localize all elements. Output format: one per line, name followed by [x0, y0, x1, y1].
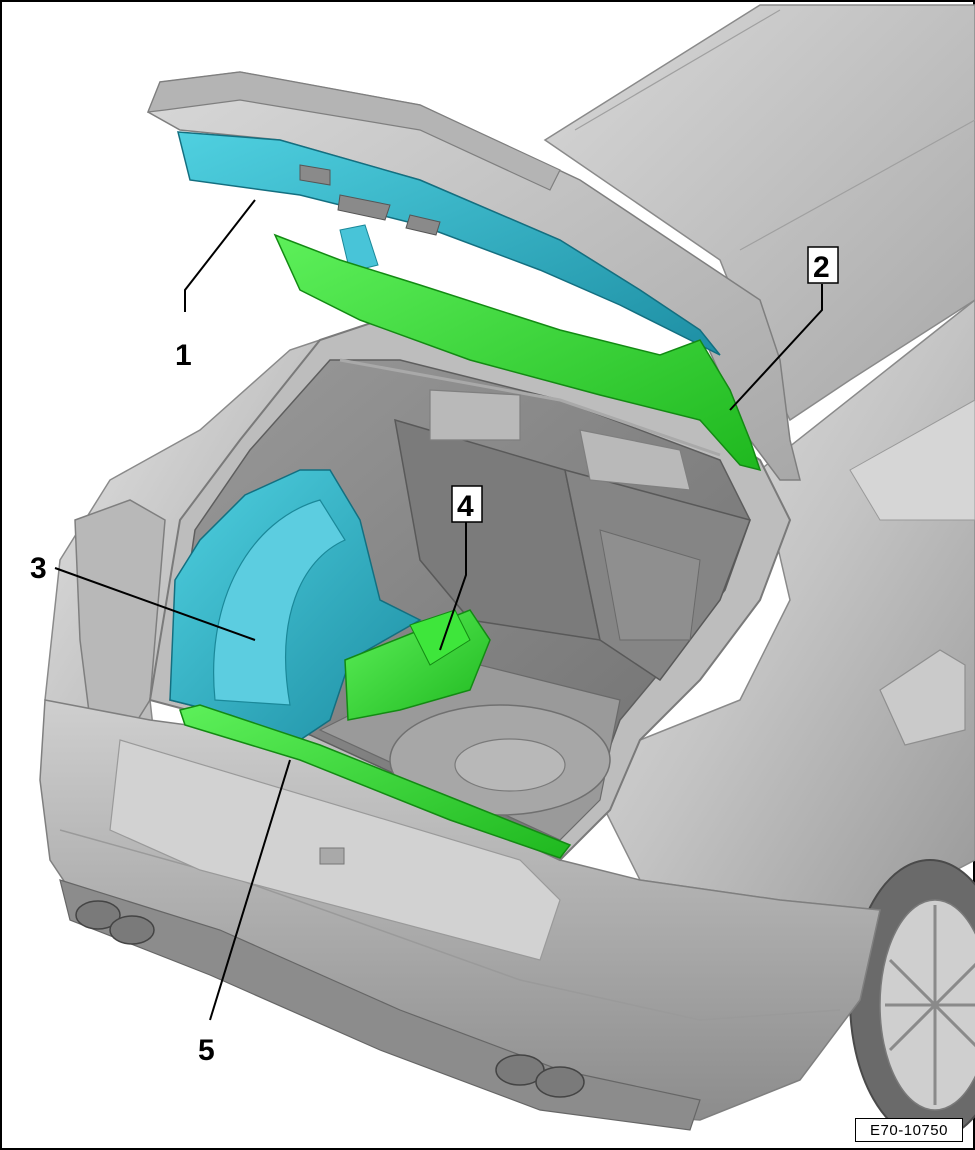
fuel-flap [879, 649, 966, 746]
callout-2-box [807, 246, 839, 284]
spare-wheel-hub [454, 738, 566, 792]
leader-line-5 [209, 759, 291, 1021]
part-2-tailgate-lower-trim [273, 233, 762, 472]
left-exhaust-1 [75, 900, 121, 930]
callout-4: 4 [457, 490, 474, 523]
right-side-window [849, 399, 975, 521]
parcel-shelf-edge [339, 358, 721, 457]
callout-5: 5 [198, 1034, 215, 1067]
part-4-bracket [409, 609, 471, 666]
part-1-tab [339, 224, 379, 273]
headrests [429, 389, 691, 491]
seatback-panel [599, 529, 701, 641]
part-3-wheel-arch [213, 499, 346, 706]
right-exhaust-2 [535, 1066, 585, 1098]
tailgate-latch-cutouts [299, 164, 441, 236]
left-exhaust-2 [109, 915, 155, 945]
callout-2: 2 [813, 251, 830, 284]
part-5-sill-trim [179, 704, 572, 859]
tailgate-spoiler [147, 71, 561, 191]
leader-line-4 [439, 522, 467, 651]
leader-line-2 [729, 284, 823, 411]
figure-id: E70-10750 [855, 1118, 963, 1142]
wheel-spokes [885, 905, 975, 1105]
leader-line-1 [184, 199, 256, 312]
callout-3: 3 [30, 552, 47, 585]
callout-4-box [451, 485, 483, 523]
bumper-crease [59, 829, 841, 1021]
roof-panel-line [574, 9, 975, 251]
rear-seatback-left [394, 418, 601, 641]
leader-line-3 [54, 567, 256, 641]
callout-1: 1 [175, 339, 192, 372]
tailgate-handle [319, 847, 345, 865]
